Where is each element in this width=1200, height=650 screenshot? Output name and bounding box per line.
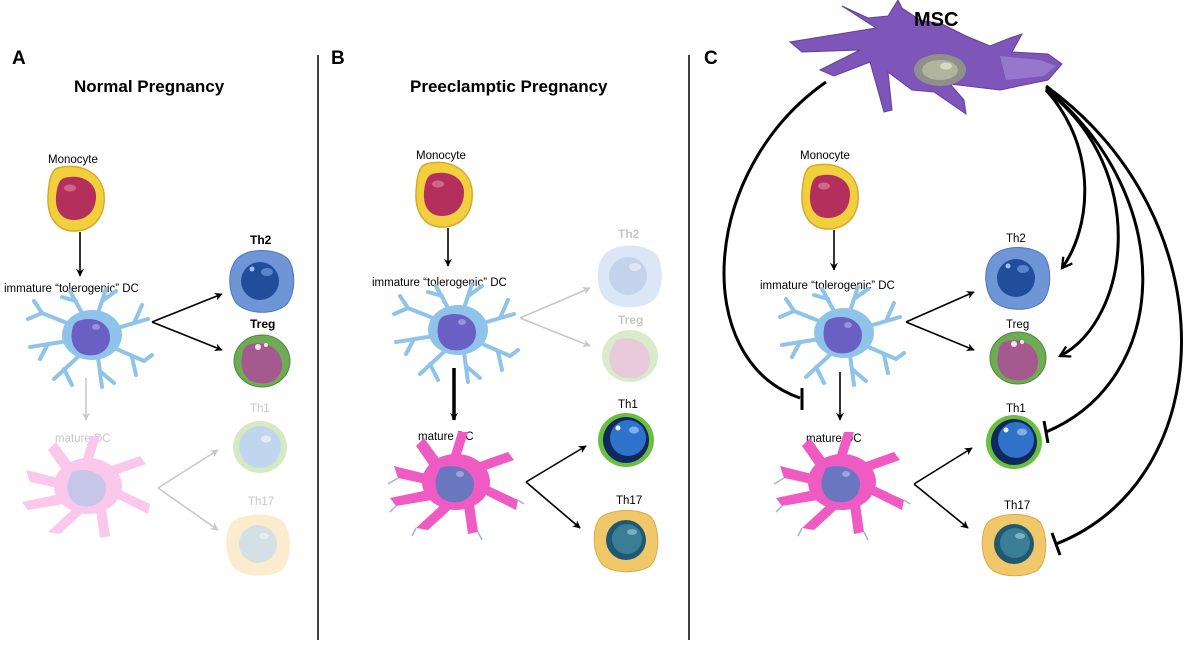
panel-c-th1-label: Th1 bbox=[1006, 403, 1026, 415]
msc-inhibit-th17-bar bbox=[1050, 532, 1062, 556]
msc-stimulate-th2-arrow bbox=[1044, 88, 1087, 270]
panel-b-arrow-dc-treg bbox=[519, 317, 591, 348]
panel-c-immature-dc-cell bbox=[778, 285, 906, 387]
panel-c-monocyte-label: Monocyte bbox=[800, 150, 850, 162]
panel-c-monocyte-cell bbox=[801, 163, 859, 230]
msc-label: MSC bbox=[914, 9, 958, 31]
panel-c-arrow-dc-th2 bbox=[905, 291, 975, 323]
panel-b-letter: B bbox=[331, 48, 345, 69]
panel-a-monocyte-cell bbox=[47, 165, 105, 232]
panel-b-th17-label: Th17 bbox=[616, 495, 642, 507]
panel-a-letter: A bbox=[12, 48, 26, 69]
panel-c-arrow-dc-treg bbox=[905, 321, 975, 351]
panel-a-th2-cell bbox=[229, 249, 295, 313]
panel-b-monocyte-label: Monocyte bbox=[416, 150, 466, 162]
panel-c-treg-label: Treg bbox=[1006, 319, 1029, 331]
msc-stimulate-treg-arrow bbox=[1045, 88, 1120, 358]
panel-a-title: Normal Pregnancy bbox=[74, 77, 225, 96]
panel-a-th17-label: Th17 bbox=[248, 496, 274, 508]
panel-b-mature-dc-cell bbox=[387, 431, 525, 541]
panel-c-immature-dc-label: immature “tolerogenic” DC bbox=[760, 280, 895, 292]
panel-a-mature-dc-label: mature DC bbox=[55, 433, 111, 445]
panel-a-th17-cell bbox=[226, 514, 290, 576]
panel-b-th1-label: Th1 bbox=[618, 399, 638, 411]
msc-cell bbox=[788, 0, 1063, 116]
panel-b-th1-cell bbox=[598, 413, 654, 467]
panel-a-arrow-dc-treg bbox=[151, 321, 223, 352]
msc-inhibit-th17-arrow bbox=[1045, 84, 1183, 546]
panel-c-th2-label: Th2 bbox=[1006, 233, 1026, 245]
panel-b-title: Preeclamptic Pregnancy bbox=[410, 77, 608, 96]
panel-b-arrow-dc-th2 bbox=[519, 287, 591, 319]
msc-inhibit-th1-bar bbox=[1042, 420, 1050, 444]
panel-b-treg-label: Treg bbox=[618, 313, 643, 327]
panel-a-th1-cell bbox=[233, 421, 287, 473]
panel-c-th17-label: Th17 bbox=[1004, 500, 1030, 512]
panel-c-th17-cell bbox=[981, 514, 1047, 577]
panel-a: A Normal Pregnancy Monocyte immature “to… bbox=[4, 48, 295, 576]
panel-c-mature-dc-label: mature DC bbox=[806, 433, 862, 445]
panel-b-th2-label: Th2 bbox=[618, 227, 640, 241]
panel-c-arrow-mature-th1 bbox=[913, 447, 973, 485]
panel-c-mature-dc-cell bbox=[773, 431, 911, 541]
panel-a-arrow-mature-th17 bbox=[157, 487, 219, 531]
panel-c-treg-cell bbox=[989, 331, 1047, 385]
panel-c-arrow-mature-th17 bbox=[913, 483, 969, 529]
panel-b: B Preeclamptic Pregnancy Monocyte immatu… bbox=[331, 48, 662, 573]
panel-a-th1-label: Th1 bbox=[250, 403, 270, 415]
panel-c: C MSC Monocyte immature “tolerogenic” DC… bbox=[704, 0, 1183, 577]
panel-a-monocyte-label: Monocyte bbox=[48, 154, 98, 166]
msc-inhibit-dc-maturation-arrow bbox=[722, 80, 827, 400]
panel-b-monocyte-cell bbox=[415, 161, 473, 228]
msc-inhibit-th1-arrow bbox=[1045, 86, 1145, 434]
panel-a-mature-dc-cell bbox=[22, 436, 150, 538]
panel-b-arrow-mature-th17 bbox=[525, 481, 581, 529]
panel-a-arrow-mature-th1 bbox=[157, 449, 219, 489]
panel-c-letter: C bbox=[704, 48, 718, 69]
panel-b-treg-cell bbox=[602, 330, 658, 382]
panel-a-immature-dc-cell bbox=[26, 287, 154, 389]
panel-b-arrow-mature-th1 bbox=[525, 445, 587, 483]
panel-a-arrow-dc-th2 bbox=[151, 292, 223, 323]
panel-c-th2-cell bbox=[985, 246, 1051, 310]
panel-a-treg-label: Treg bbox=[250, 317, 275, 331]
panel-b-th2-cell bbox=[597, 245, 662, 308]
panel-b-immature-dc-label: immature “tolerogenic” DC bbox=[372, 277, 507, 289]
panel-c-th1-cell bbox=[986, 415, 1042, 469]
panel-b-th17-cell bbox=[593, 510, 659, 573]
panel-a-th2-label: Th2 bbox=[250, 233, 272, 247]
panel-b-immature-dc-cell bbox=[392, 282, 520, 384]
panel-a-treg-cell bbox=[233, 334, 291, 388]
